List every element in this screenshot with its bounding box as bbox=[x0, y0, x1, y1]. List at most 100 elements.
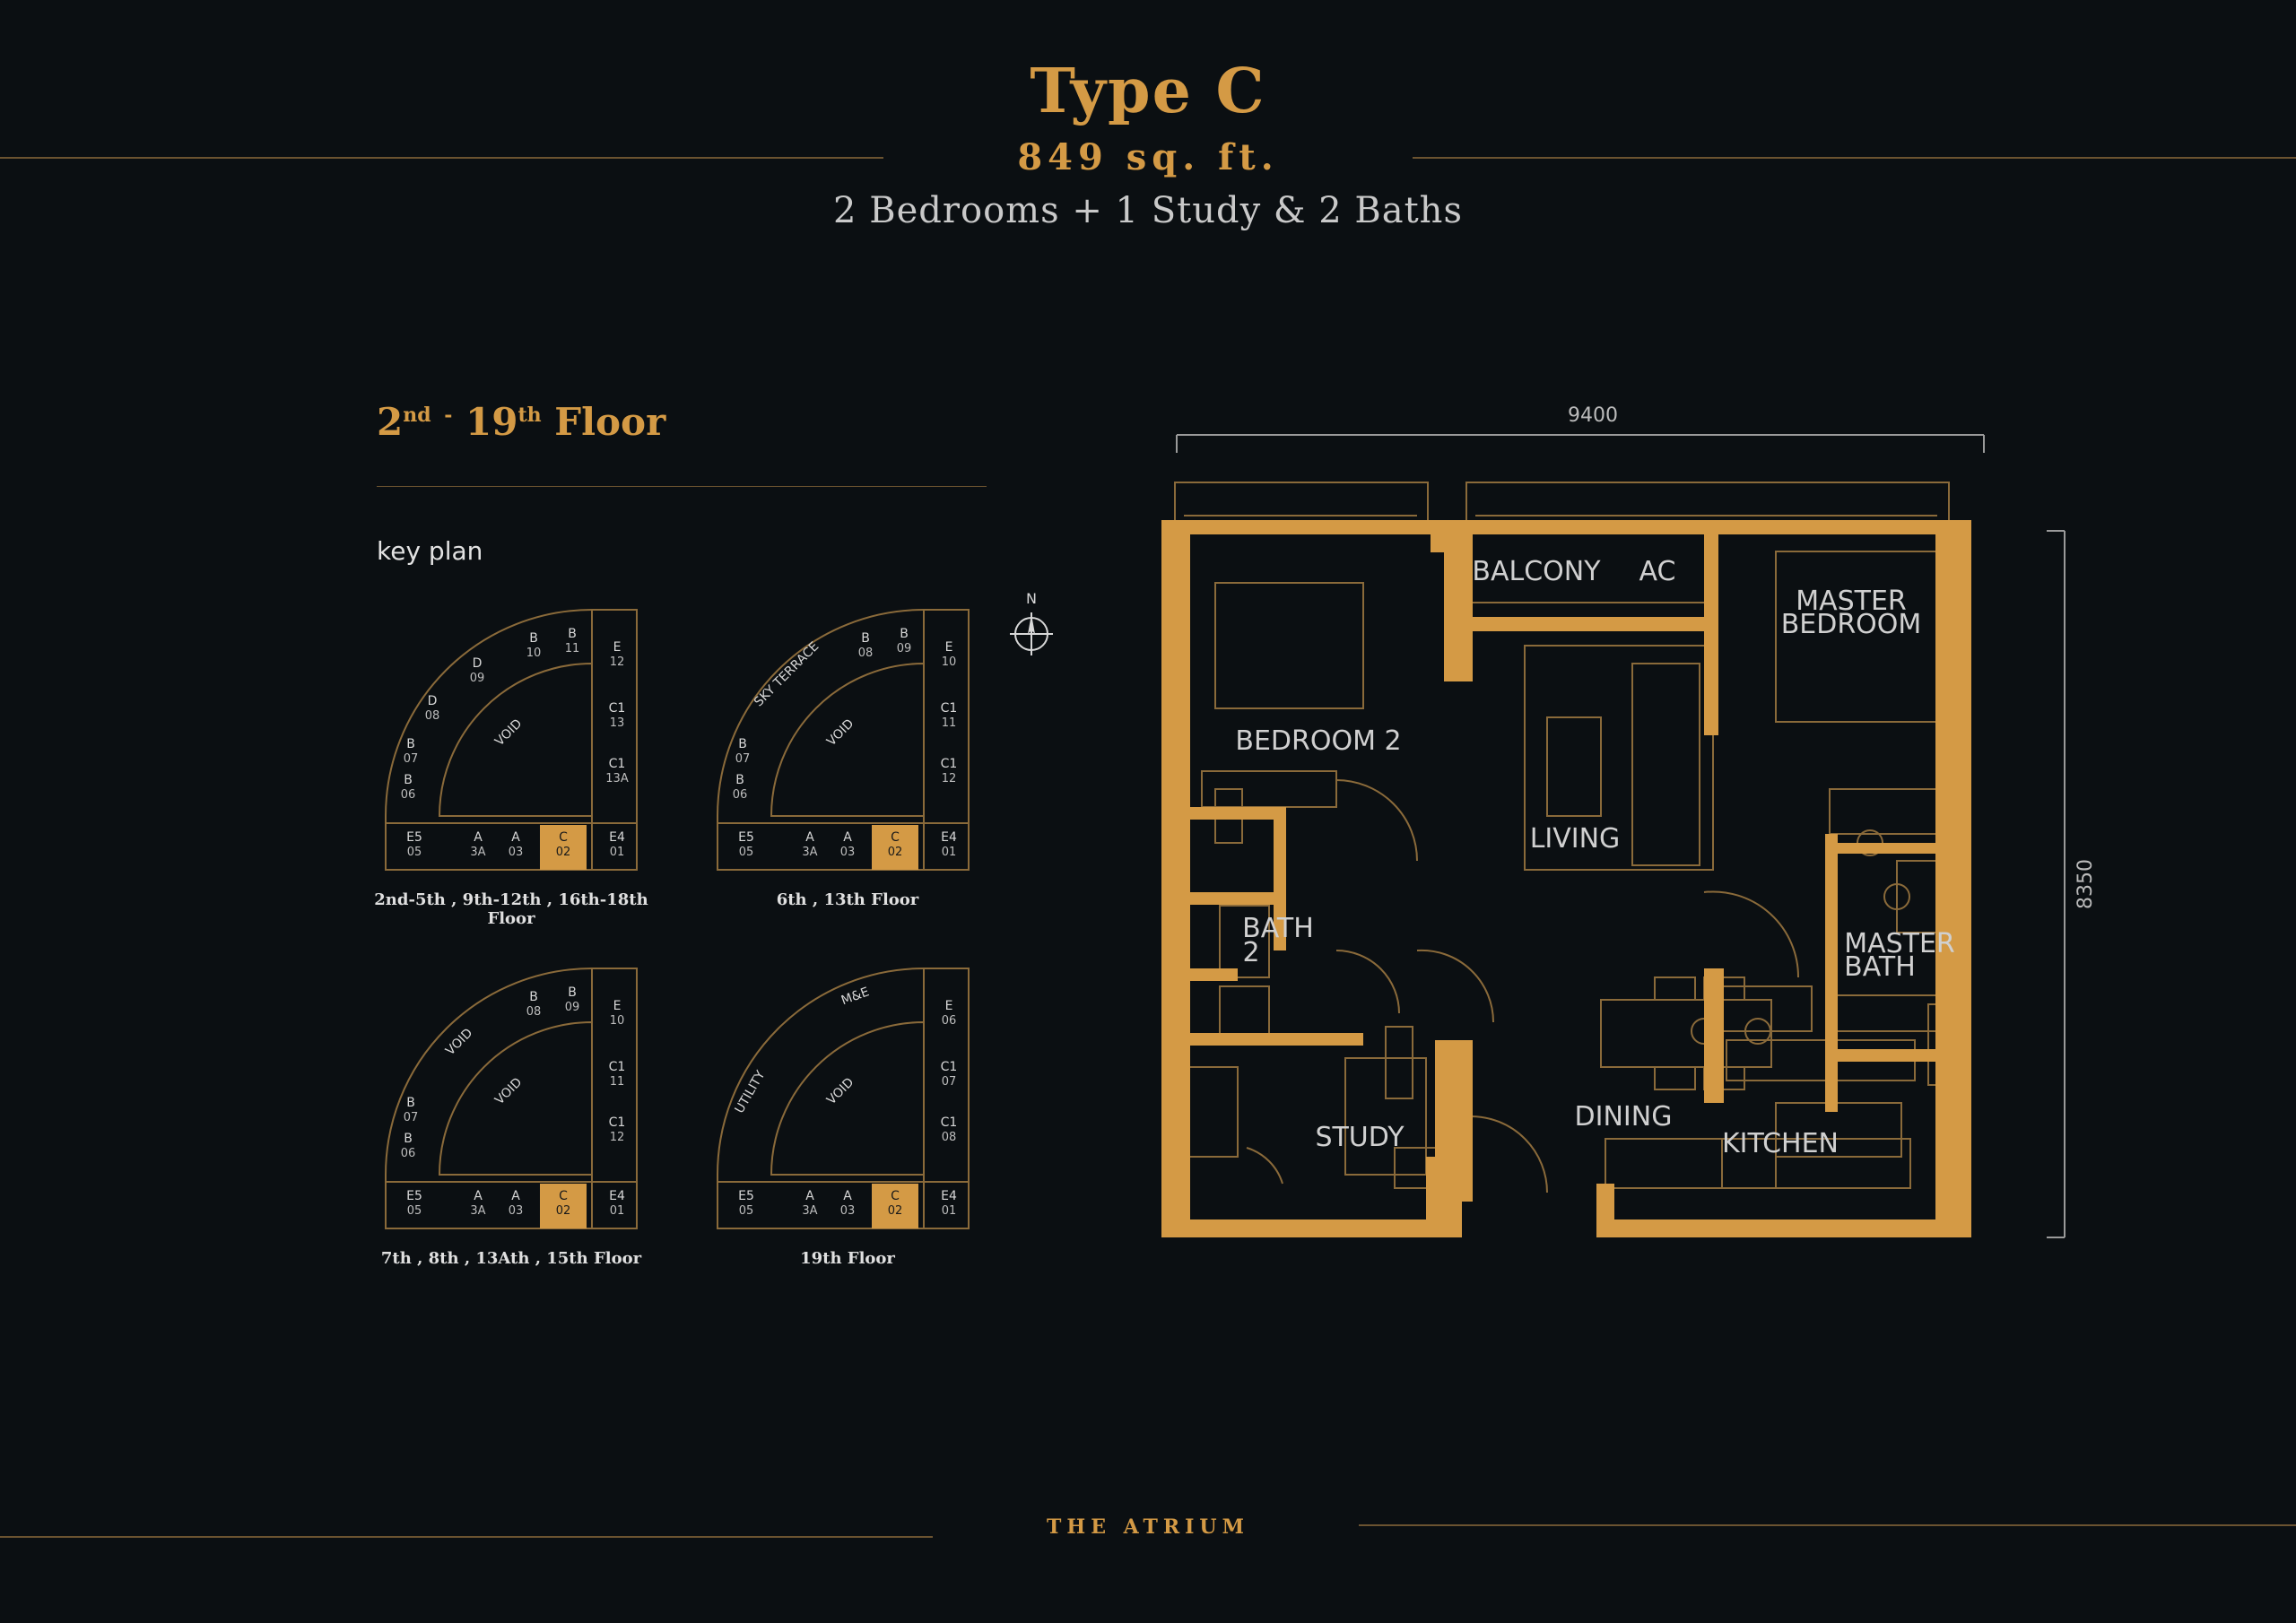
unit-c02-label: C bbox=[891, 1189, 900, 1203]
unit-c111-label: C1 bbox=[609, 1060, 626, 1074]
unit-e401-label: E4 bbox=[941, 830, 957, 845]
unit-e12-label: E bbox=[613, 640, 622, 655]
floor-to-suffix: th bbox=[517, 404, 542, 427]
unit-e06-number: 06 bbox=[942, 1014, 957, 1028]
unit-e10-number: 10 bbox=[610, 1014, 625, 1028]
unit-a03-label: A bbox=[511, 1189, 520, 1203]
dimension-width-label: 9400 bbox=[1568, 404, 1618, 427]
footer-rule-right bbox=[1359, 1524, 2296, 1526]
unit-c111-number: 11 bbox=[610, 1075, 625, 1089]
unit-e5-label: E5 bbox=[406, 1189, 422, 1203]
unit-b07-label: B bbox=[406, 737, 415, 751]
unit-c113a-number: 13A bbox=[605, 772, 629, 785]
unit-e5-label: E5 bbox=[738, 830, 754, 845]
unit-e5-label: E5 bbox=[738, 1189, 754, 1203]
key-plan-label: key plan bbox=[377, 536, 483, 566]
unit-c112-label: C1 bbox=[609, 1115, 626, 1130]
key-plan-drawing: E505A3AA03C02E401E06C107C108VOIDUTILITYM… bbox=[717, 968, 970, 1229]
unit-a03-label: A bbox=[511, 830, 520, 845]
unit-b08-number: 08 bbox=[858, 647, 874, 660]
void-label-inner: VOID bbox=[492, 1075, 525, 1107]
unit-a03-number: 03 bbox=[509, 846, 524, 859]
unit-b06-number: 06 bbox=[733, 788, 748, 802]
key-plan-4-caption: 19th Floor bbox=[800, 1249, 895, 1268]
unit-c108-number: 08 bbox=[942, 1131, 957, 1144]
unit-e5-label: E5 bbox=[406, 830, 422, 845]
header-rule-right bbox=[1413, 157, 2296, 159]
unit-b11-label: B bbox=[568, 627, 577, 641]
unit-c02-label: C bbox=[559, 830, 568, 845]
unit-c113-label: C1 bbox=[609, 701, 626, 716]
unit-d09-label: D bbox=[473, 656, 483, 671]
unit-a3a-label: A bbox=[805, 830, 814, 845]
unit-c02-number: 02 bbox=[556, 1204, 571, 1218]
key-plan-2-caption: 6th , 13th Floor bbox=[776, 890, 919, 909]
unit-a3a-number: 3A bbox=[802, 1204, 817, 1218]
unit-a03-number: 03 bbox=[509, 1204, 524, 1218]
unit-c107-label: C1 bbox=[941, 1060, 958, 1074]
floor-separator: - bbox=[444, 404, 453, 427]
unit-b06-label: B bbox=[404, 1132, 413, 1146]
brand-name: THE ATRIUM bbox=[1047, 1515, 1249, 1539]
page-title: Type C bbox=[1030, 56, 1266, 127]
unit-b07-number: 07 bbox=[404, 752, 419, 766]
void-label: VOID bbox=[492, 716, 525, 749]
unit-e401-number: 01 bbox=[942, 1204, 957, 1218]
unit-c111-number: 11 bbox=[942, 716, 957, 730]
sky-terrace-label: SKY TERRACE bbox=[752, 639, 822, 709]
room-bath-2-line1: BATH bbox=[1242, 913, 1314, 944]
unit-e5-number: 05 bbox=[739, 1204, 754, 1218]
unit-a3a-label: A bbox=[474, 1189, 483, 1203]
unit-c111-label: C1 bbox=[941, 701, 958, 716]
unit-b09-number: 09 bbox=[897, 642, 912, 655]
void-label-outer: VOID bbox=[443, 1026, 475, 1058]
unit-c112-label: C1 bbox=[941, 757, 958, 771]
unit-c113a-label: C1 bbox=[609, 757, 626, 771]
me-label: M&E bbox=[839, 985, 871, 1008]
unit-b06-number: 06 bbox=[401, 788, 416, 802]
floor-from-suffix: nd bbox=[403, 404, 431, 427]
unit-b07-label: B bbox=[406, 1096, 415, 1110]
floor-word: Floor bbox=[554, 400, 666, 444]
north-compass-icon: N bbox=[1010, 590, 1053, 655]
unit-e5-number: 05 bbox=[739, 846, 754, 859]
room-summary: 2 Bedrooms + 1 Study & 2 Baths bbox=[833, 190, 1463, 231]
highlighted-unit-c02 bbox=[872, 1184, 918, 1228]
unit-c108-label: C1 bbox=[941, 1115, 958, 1130]
unit-b10-number: 10 bbox=[526, 647, 542, 660]
unit-b06-number: 06 bbox=[401, 1147, 416, 1160]
floor-from: 2 bbox=[377, 400, 404, 444]
void-label: VOID bbox=[824, 716, 857, 749]
floor-plan: 9400 8350 bbox=[1161, 404, 2097, 1238]
unit-a3a-label: A bbox=[805, 1189, 814, 1203]
unit-a3a-label: A bbox=[474, 830, 483, 845]
room-living: LIVING bbox=[1530, 823, 1621, 855]
dimension-height: 8350 bbox=[2047, 530, 2097, 1238]
room-balcony: BALCONY bbox=[1472, 556, 1601, 587]
unit-e5-number: 05 bbox=[407, 1204, 422, 1218]
room-master-bath-line2: BATH bbox=[1844, 951, 1916, 983]
room-master-bedroom-line2: BEDROOM bbox=[1781, 609, 1922, 640]
unit-e401-number: 01 bbox=[610, 1204, 625, 1218]
unit-b09-label: B bbox=[900, 627, 909, 641]
unit-e5-number: 05 bbox=[407, 846, 422, 859]
floor-to: 19 bbox=[465, 400, 518, 444]
highlighted-unit-c02 bbox=[540, 1184, 587, 1228]
unit-e06-label: E bbox=[945, 999, 953, 1013]
header-rule-left bbox=[0, 157, 883, 159]
unit-e401-label: E4 bbox=[941, 1189, 957, 1203]
unit-a3a-number: 3A bbox=[470, 1204, 485, 1218]
unit-b07-label: B bbox=[738, 737, 747, 751]
unit-e10-label: E bbox=[613, 999, 622, 1013]
room-bedroom-2: BEDROOM 2 bbox=[1235, 725, 1401, 757]
footer-rule-left bbox=[0, 1536, 933, 1538]
unit-e401-number: 01 bbox=[942, 846, 957, 859]
room-study: STUDY bbox=[1315, 1122, 1405, 1153]
unit-e12-number: 12 bbox=[610, 655, 625, 669]
unit-e401-label: E4 bbox=[609, 830, 625, 845]
unit-e401-label: E4 bbox=[609, 1189, 625, 1203]
unit-c02-number: 02 bbox=[556, 846, 571, 859]
